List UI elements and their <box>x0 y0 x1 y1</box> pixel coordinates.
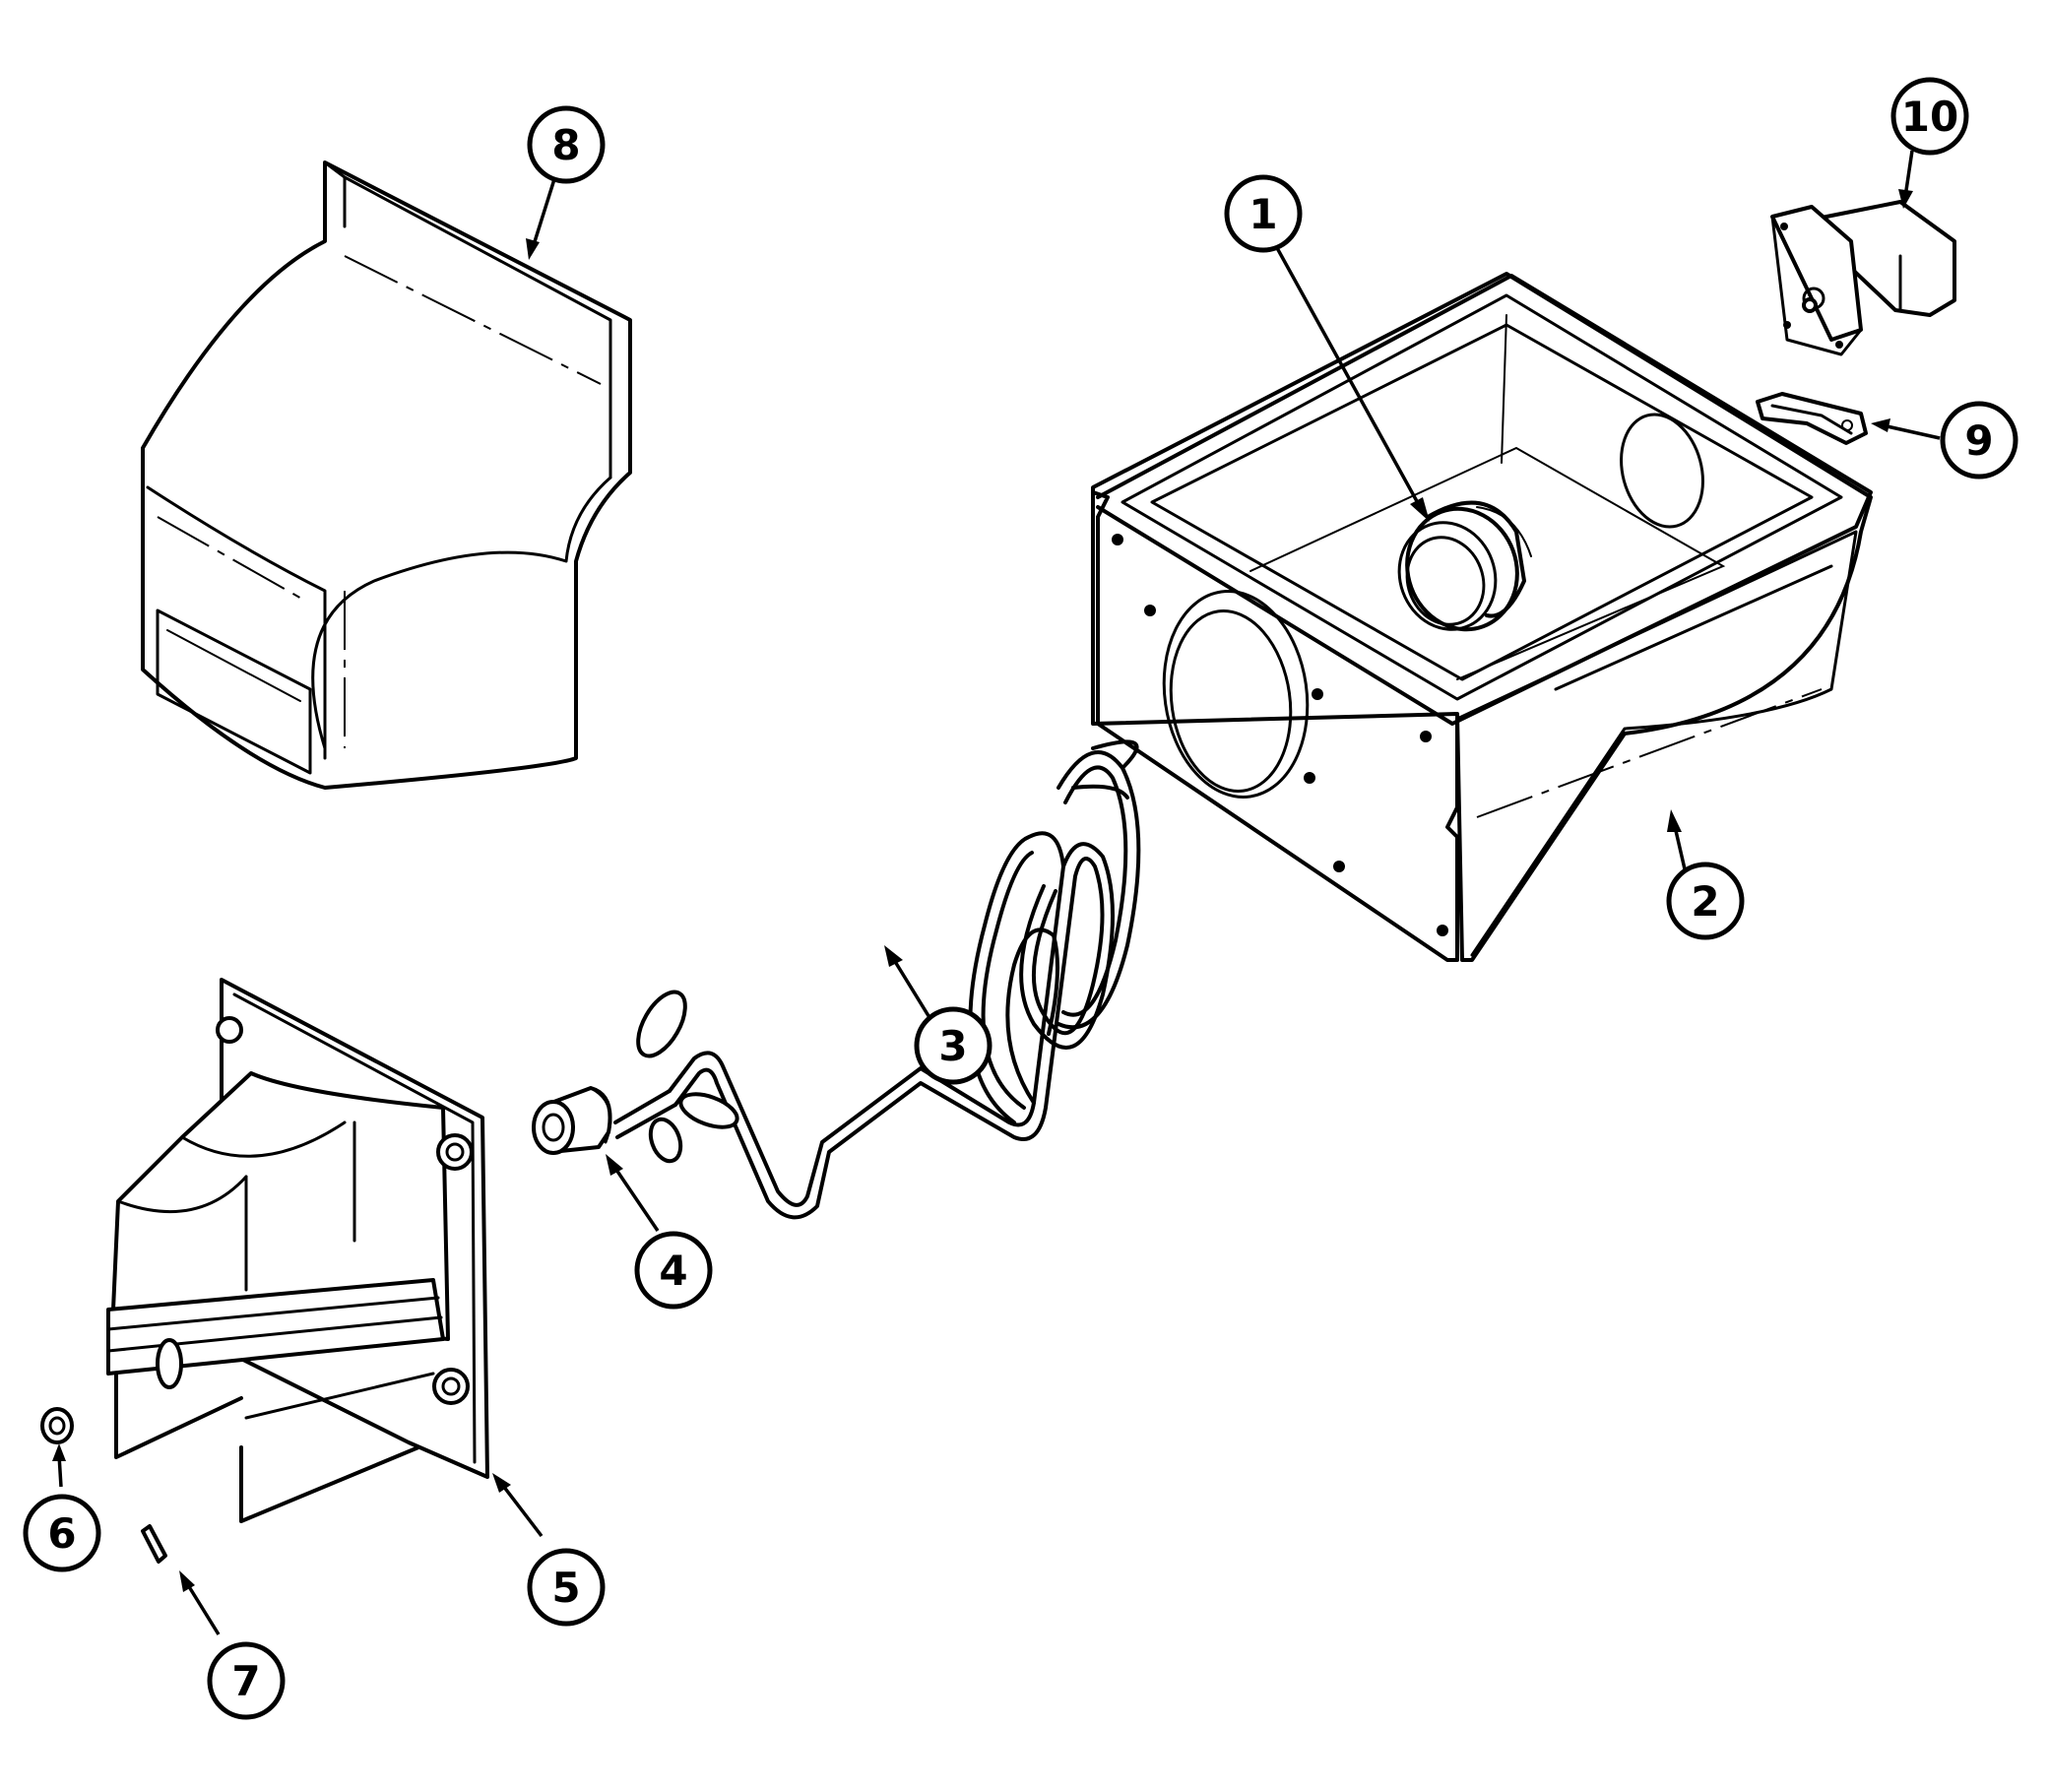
part-1-bearing-ring <box>1397 500 1532 632</box>
callout-7: 7 <box>207 1641 286 1720</box>
callout-4: 4 <box>634 1231 713 1310</box>
callout-3-label: 3 <box>938 1022 967 1070</box>
callout-2: 2 <box>1666 862 1745 940</box>
callout-9-label: 9 <box>1964 416 1993 465</box>
callout-2-label: 2 <box>1691 877 1719 926</box>
callout-10: 10 <box>1890 77 1969 156</box>
part-5-auger-housing <box>106 978 489 1523</box>
callout-8: 8 <box>527 105 606 184</box>
callout-1: 1 <box>1224 174 1303 253</box>
callout-3: 3 <box>914 1006 992 1085</box>
part-4-bushing <box>532 1086 612 1155</box>
callout-7-label: 7 <box>231 1657 260 1705</box>
part-6-washer <box>40 1407 74 1444</box>
callout-8-label: 8 <box>551 121 580 169</box>
callout-5-label: 5 <box>551 1564 580 1612</box>
leader-arrows <box>52 150 1941 1635</box>
part-8-chute-cover <box>141 160 632 790</box>
callout-5: 5 <box>527 1548 606 1627</box>
part-3-auger-coil <box>613 739 1141 1220</box>
part-9-clip <box>1756 392 1868 445</box>
callout-6-label: 6 <box>47 1509 76 1558</box>
part-10-motor <box>1770 200 1956 356</box>
callout-6: 6 <box>23 1494 101 1572</box>
callout-9: 9 <box>1940 401 2018 480</box>
part-7-pin <box>141 1524 167 1564</box>
callout-4-label: 4 <box>659 1247 687 1295</box>
callout-10-label: 10 <box>1901 93 1958 141</box>
callout-1-label: 1 <box>1249 190 1277 238</box>
